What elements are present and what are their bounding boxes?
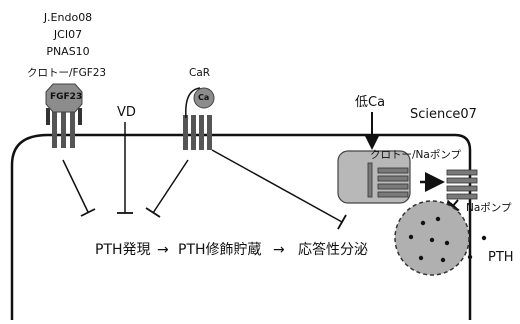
flow-pth-modification-storage: PTH修飾貯蔵: [178, 243, 262, 257]
ca-ion-label: Ca: [198, 94, 209, 102]
klotho-na-pump-label: クロトー/Naポンプ: [370, 150, 461, 161]
fgf23-box-label: FGF23: [50, 93, 82, 102]
klotho-fgf23-label: クロトー/FGF23: [27, 68, 106, 79]
vd-label: VD: [117, 106, 136, 119]
low-ca-label: 低Ca: [355, 96, 385, 109]
car-label: CaR: [189, 68, 210, 79]
flow-pth-expression: PTH発現: [95, 243, 151, 257]
fgf23-inhibit-line: [63, 160, 88, 212]
reference-2: JCI07: [33, 29, 103, 40]
car-inhibit-line-secretion: [212, 150, 342, 222]
na-pump-label: Naポンプ: [466, 203, 511, 214]
pth-label: PTH: [488, 251, 514, 264]
car-inhibit-line-expression: [153, 160, 188, 213]
flow-arrow-2: →: [273, 243, 285, 257]
science-reference: Science07: [410, 108, 477, 121]
reference-1: J.Endo08: [33, 12, 103, 23]
na-pump-stack: [447, 170, 477, 199]
reference-3: PNAS10: [33, 46, 103, 57]
flow-responsive-secretion: 応答性分泌: [298, 243, 368, 257]
flow-arrow-1: →: [157, 243, 169, 257]
